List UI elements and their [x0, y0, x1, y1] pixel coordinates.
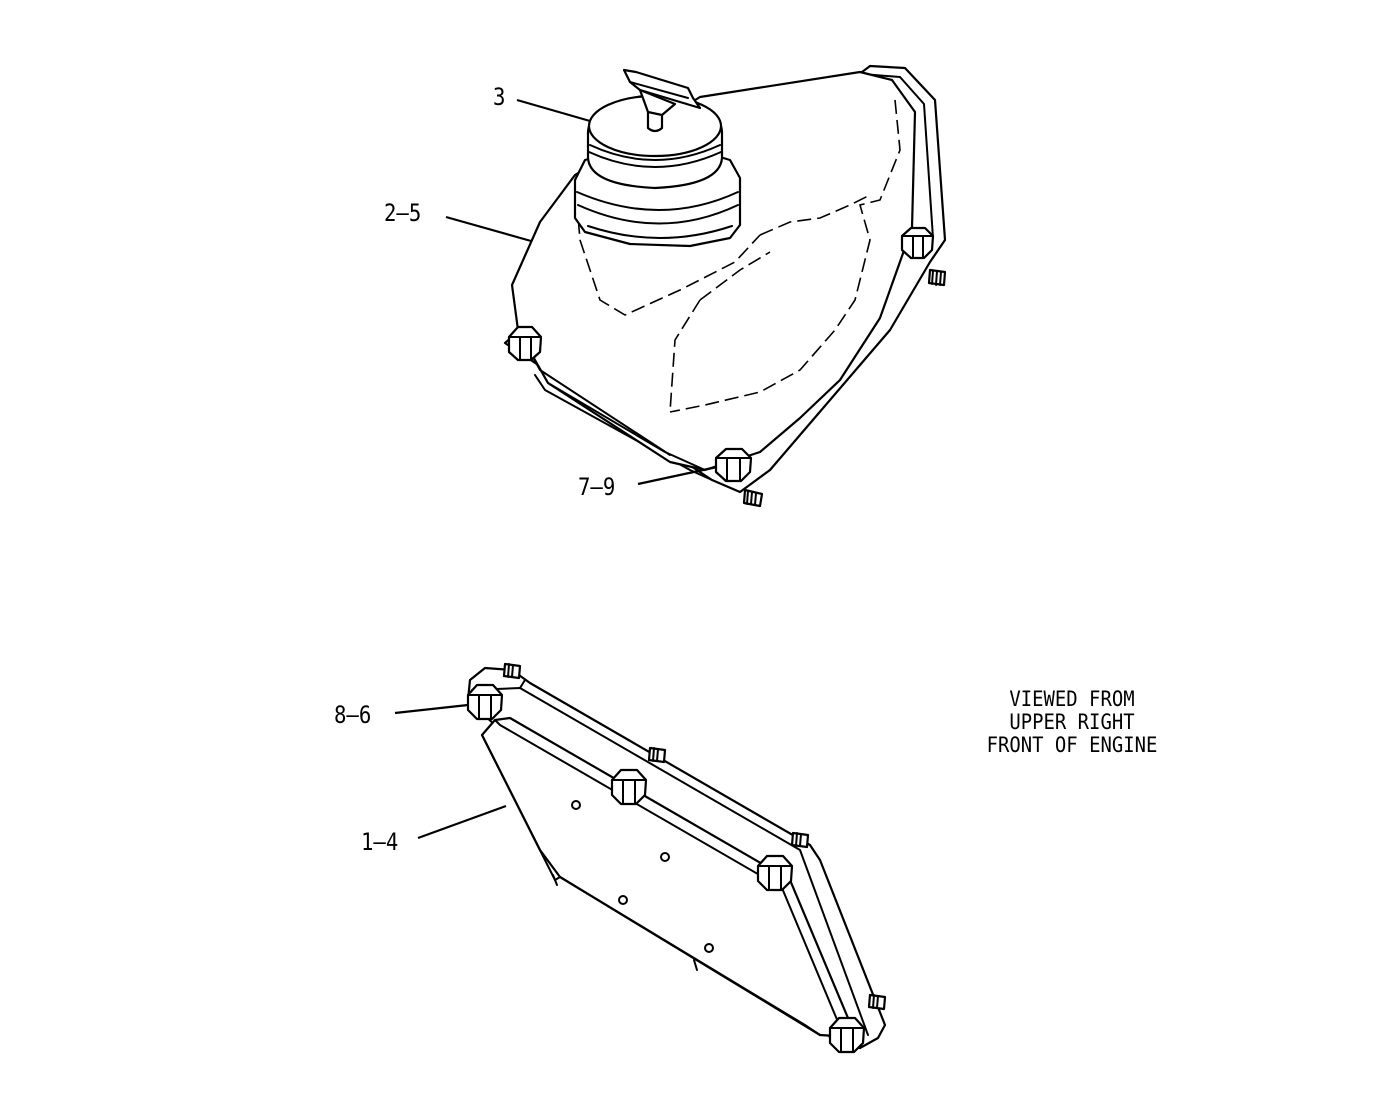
bolt-top-left [466, 662, 522, 721]
callout-1-4: 1–4 [361, 828, 399, 856]
bolt-top-mid [610, 746, 667, 806]
bolt-right-mid [756, 831, 810, 892]
view-note-line-2: UPPER RIGHT [1009, 710, 1135, 734]
leader-lines [394, 98, 718, 840]
view-note-line-3: FRONT OF ENGINE [986, 733, 1158, 757]
callout-7-9: 7–9 [578, 473, 616, 501]
leader-7-9 [637, 465, 718, 486]
bolt-front [714, 447, 764, 508]
bolt-bottom [828, 993, 887, 1054]
view-note-line-1: VIEWED FROM [1009, 687, 1135, 711]
bolt-right [900, 226, 947, 287]
callout-2-5: 2–5 [384, 199, 422, 227]
module-assembly [466, 662, 887, 1054]
view-note: VIEWED FROM UPPER RIGHT FRONT OF ENGINE [962, 688, 1182, 757]
leader-1-4 [417, 804, 507, 840]
leader-2-5 [445, 215, 532, 243]
callout-3: 3 [493, 83, 506, 111]
callout-8-6: 8–6 [334, 701, 372, 729]
leader-3 [516, 98, 591, 123]
filler-cap [586, 68, 724, 190]
bolt-left [507, 325, 543, 362]
tank-assembly [503, 64, 947, 508]
leader-8-6 [394, 703, 469, 715]
